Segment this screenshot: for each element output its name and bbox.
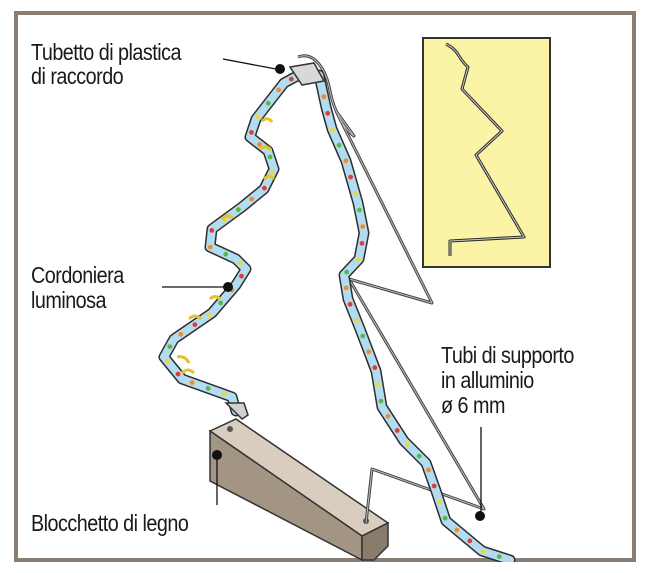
cord-bulb xyxy=(218,300,224,306)
cord-bulb xyxy=(223,251,229,257)
cord-bulb xyxy=(288,76,294,82)
label-light-cord-line2: luminosa xyxy=(31,287,107,313)
clips xyxy=(176,117,276,375)
cord-bulb xyxy=(192,322,198,328)
cord-bulb xyxy=(235,207,241,213)
cord-bulb xyxy=(372,365,378,371)
cord-bulb xyxy=(467,538,473,544)
cord-bulb xyxy=(378,398,384,404)
rod-dot xyxy=(475,511,485,521)
cord-bulb xyxy=(404,441,410,447)
label-support-tubes-line2: in alluminio xyxy=(441,367,534,393)
cord-bulb xyxy=(355,257,361,263)
cord-bulb xyxy=(366,349,372,355)
cord-bulb xyxy=(480,549,486,554)
label-tube-connector-line2: di raccordo xyxy=(31,63,124,89)
cord-bulb xyxy=(325,110,331,116)
cord-bulb xyxy=(205,386,211,391)
cord-bulb xyxy=(257,142,262,147)
cord-bulb xyxy=(385,413,391,419)
cord-bulb xyxy=(276,87,281,93)
illustration-frame: Tubetto di plastica di raccordo Cordonie… xyxy=(14,11,636,562)
cord-bulb xyxy=(437,499,443,505)
cord-bulb xyxy=(360,333,366,339)
cord-bulb xyxy=(249,130,254,135)
cord-bulb xyxy=(347,301,353,307)
cord-bulb xyxy=(237,260,243,266)
cord-bulb xyxy=(375,381,381,387)
cord-bulb xyxy=(360,224,366,230)
cord-bulbs xyxy=(164,72,502,559)
label-light-cord-line1: Cordoniera xyxy=(31,262,124,288)
cord-bulb xyxy=(175,371,181,377)
cord-bulb xyxy=(249,196,255,202)
cord-bulb xyxy=(431,483,437,489)
cord-bulb xyxy=(269,170,275,176)
cord-bulb xyxy=(426,467,431,473)
cord-bulb xyxy=(359,240,365,246)
plastic-connector xyxy=(224,62,326,420)
label-support-tubes-line1: Tubi di supporto xyxy=(441,342,574,368)
cord-dot xyxy=(223,282,233,292)
cord-bulb xyxy=(394,428,400,433)
cord-bulb xyxy=(442,515,448,521)
leader-lines xyxy=(162,58,482,515)
cord-bulb xyxy=(348,174,353,180)
cord-bulb xyxy=(255,114,261,120)
cord-bulb xyxy=(344,269,350,275)
cord-bulb xyxy=(343,158,349,164)
label-tube-connector-line1: Tubetto di plastica xyxy=(31,39,182,65)
cord-bulb xyxy=(164,358,170,364)
cord-bulb xyxy=(239,273,244,279)
cord-bulb xyxy=(496,554,502,559)
cord-bulb xyxy=(321,94,327,100)
cord-bulb xyxy=(454,527,460,533)
cord-bulb xyxy=(336,142,342,148)
cord-bulb xyxy=(178,331,184,337)
cord-bulb xyxy=(262,185,267,191)
cord-bulb xyxy=(343,285,349,291)
cord-bulb xyxy=(189,380,195,385)
cord-bulb xyxy=(329,127,335,132)
tree-illustration xyxy=(14,11,636,562)
cord-bulb xyxy=(209,228,215,233)
cord-bulb xyxy=(265,100,271,106)
connector-dot xyxy=(275,64,285,74)
cord-bulb xyxy=(267,154,273,160)
rod-shape-inset xyxy=(422,37,551,268)
label-wood-block: Blocchetto di legno xyxy=(31,510,189,536)
cord-bulb xyxy=(167,344,173,349)
light-cord xyxy=(158,69,516,562)
cord-bulb xyxy=(352,191,358,196)
cord-bulb xyxy=(354,317,359,323)
cord-bulb xyxy=(357,207,362,213)
cord-bulb xyxy=(207,244,213,250)
cord-bulb xyxy=(416,453,422,459)
block-dot xyxy=(212,450,222,460)
cord-bulb xyxy=(221,391,227,397)
label-support-tubes-line3: ø 6 mm xyxy=(441,392,505,418)
cord-bulb xyxy=(206,312,212,318)
